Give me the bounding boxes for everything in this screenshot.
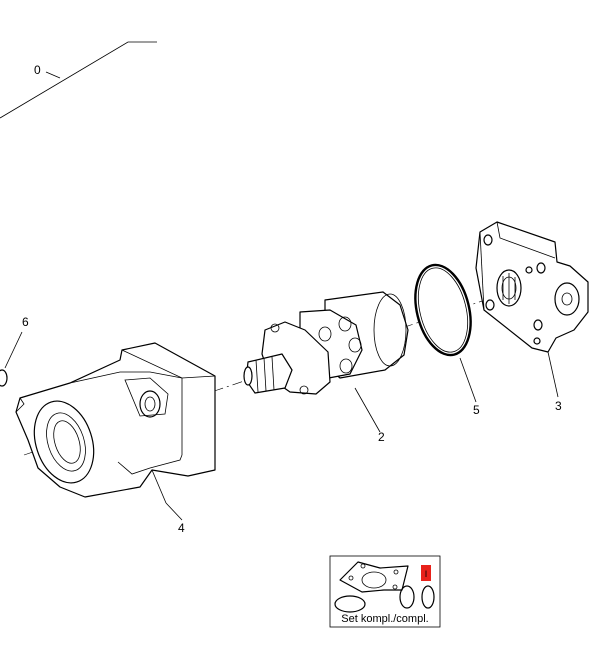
svg-text:4: 4 — [178, 521, 185, 535]
kit-o-ring-marked-icon — [421, 585, 435, 609]
kit-o-ring-large-icon — [334, 595, 366, 613]
svg-text:2: 2 — [378, 430, 385, 444]
callout-0: 0 — [0, 41, 157, 119]
svg-text:5: 5 — [473, 403, 480, 417]
kit-marker — [421, 565, 431, 581]
kit-marker-label: I — [425, 569, 428, 579]
part-2-rotating-group: 2 — [243, 291, 409, 444]
svg-text:3: 3 — [555, 399, 562, 413]
part-4-housing: 4 — [15, 342, 216, 535]
seal-kit-box: I Set kompl./compl. — [329, 555, 441, 628]
kit-gasket-icon — [339, 561, 409, 593]
kit-o-ring-small-icon — [399, 585, 415, 609]
kit-caption: Set kompl./compl. — [341, 613, 428, 625]
svg-text:0: 0 — [34, 63, 41, 77]
part-3-end-cover: 3 — [475, 221, 589, 413]
part-5-o-ring: 5 — [414, 263, 480, 417]
part-6-plug: 6 — [0, 315, 29, 387]
svg-text:6: 6 — [22, 315, 29, 329]
